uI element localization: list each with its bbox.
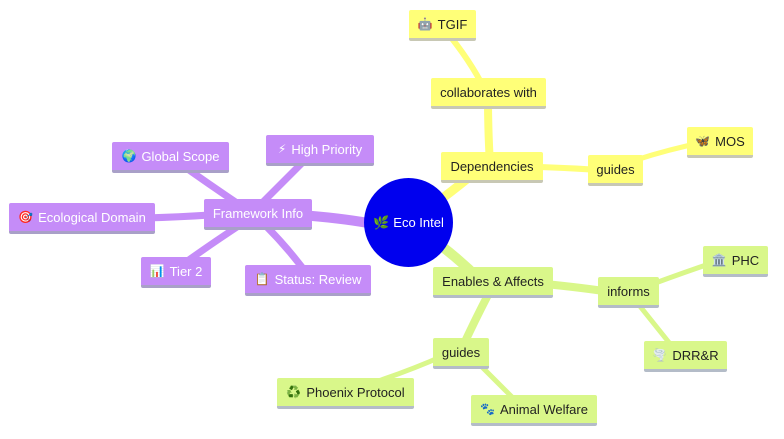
bar-chart-icon: 📊 bbox=[149, 264, 165, 278]
node-informs[interactable]: informs bbox=[598, 277, 659, 308]
node-ecological-label: Ecological Domain bbox=[38, 209, 146, 225]
node-collaborates[interactable]: collaborates with bbox=[431, 78, 546, 109]
node-ecological[interactable]: 🎯 Ecological Domain bbox=[9, 203, 155, 234]
lightning-icon: ⚡ bbox=[277, 142, 287, 156]
node-framework-label: Framework Info bbox=[212, 205, 304, 221]
node-mos-label: MOS bbox=[715, 133, 745, 149]
robot-icon: 🤖 bbox=[417, 17, 433, 31]
recycle-icon: ♻️ bbox=[286, 385, 302, 399]
node-informs-label: informs bbox=[607, 283, 650, 299]
node-tgif[interactable]: 🤖 TGIF bbox=[409, 10, 476, 41]
node-dependencies[interactable]: Dependencies bbox=[441, 152, 543, 183]
node-drr[interactable]: 🌪️ DRR&R bbox=[644, 341, 727, 372]
node-collaborates-label: collaborates with bbox=[440, 84, 537, 100]
clipboard-icon: 📋 bbox=[254, 272, 270, 286]
node-priority-label: High Priority bbox=[291, 141, 363, 157]
node-global-label: Global Scope bbox=[141, 148, 220, 164]
node-dependencies-label: Dependencies bbox=[450, 158, 534, 174]
node-phoenix[interactable]: ♻️ Phoenix Protocol bbox=[277, 378, 414, 409]
node-tier[interactable]: 📊 Tier 2 bbox=[141, 257, 211, 288]
root-label: Eco Intel bbox=[393, 215, 444, 230]
node-phc[interactable]: 🏛️ PHC bbox=[703, 246, 768, 277]
target-icon: 🎯 bbox=[18, 210, 34, 224]
node-priority[interactable]: ⚡ High Priority bbox=[266, 135, 374, 166]
root-node[interactable]: 🌿 Eco Intel bbox=[364, 178, 453, 267]
node-status[interactable]: 📋 Status: Review bbox=[245, 265, 371, 296]
node-global[interactable]: 🌍 Global Scope bbox=[112, 142, 229, 173]
tornado-icon: 🌪️ bbox=[652, 348, 668, 362]
node-animal-label: Animal Welfare bbox=[500, 401, 588, 417]
globe-icon: 🌍 bbox=[121, 149, 137, 163]
node-drr-label: DRR&R bbox=[672, 347, 719, 363]
node-guides-green-label: guides bbox=[441, 344, 481, 360]
node-guides-yellow[interactable]: guides bbox=[588, 155, 643, 186]
butterfly-icon: 🦋 bbox=[695, 134, 711, 148]
node-guides-green[interactable]: guides bbox=[433, 338, 489, 369]
node-tier-label: Tier 2 bbox=[169, 263, 203, 279]
node-enables[interactable]: Enables & Affects bbox=[433, 267, 553, 298]
node-phoenix-label: Phoenix Protocol bbox=[306, 384, 405, 400]
node-framework[interactable]: Framework Info bbox=[204, 199, 312, 230]
node-mos[interactable]: 🦋 MOS bbox=[687, 127, 753, 158]
node-enables-label: Enables & Affects bbox=[442, 273, 544, 289]
node-phc-label: PHC bbox=[731, 252, 760, 268]
leaf-icon: 🌿 bbox=[373, 214, 390, 230]
node-tgif-label: TGIF bbox=[437, 16, 468, 32]
node-status-label: Status: Review bbox=[274, 271, 362, 287]
paw-icon: 🐾 bbox=[480, 402, 496, 416]
node-guides-yellow-label: guides bbox=[596, 161, 635, 177]
node-animal[interactable]: 🐾 Animal Welfare bbox=[471, 395, 597, 426]
institution-icon: 🏛️ bbox=[711, 253, 727, 267]
